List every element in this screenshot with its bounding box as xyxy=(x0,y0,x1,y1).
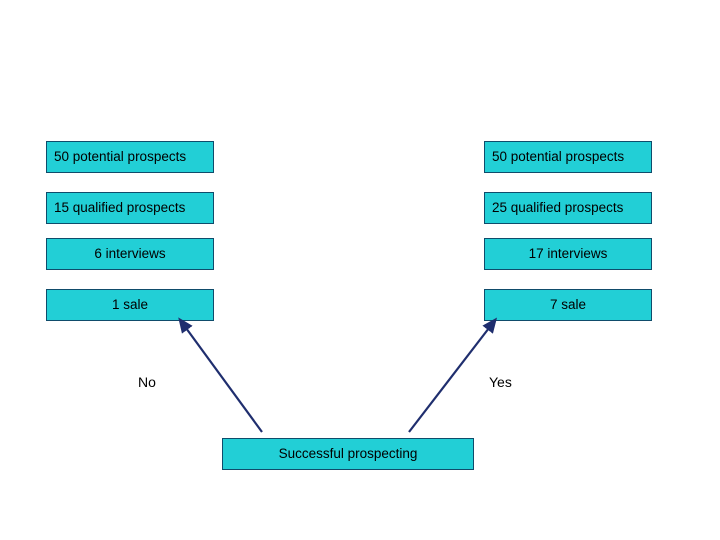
right-box-potential-prospects: 50 potential prospects xyxy=(484,141,652,173)
left-box-interviews-label: 6 interviews xyxy=(94,245,166,261)
arrow-to-right-branch xyxy=(408,317,498,433)
right-box-qualified-prospects: 25 qualified prospects xyxy=(484,192,652,224)
right-box-interviews-label: 17 interviews xyxy=(528,245,608,261)
right-box-sale: 7 sale xyxy=(484,289,652,321)
right-box-qualified-prospects-label: 25 qualified prospects xyxy=(492,199,624,215)
left-box-sale-label: 1 sale xyxy=(111,296,149,312)
bottom-box-successful-prospecting: Successful prospecting xyxy=(222,438,474,470)
left-box-interviews: 6 interviews xyxy=(46,238,214,270)
right-box-sale-label: 7 sale xyxy=(549,296,587,312)
left-box-qualified-prospects: 15 qualified prospects xyxy=(46,192,214,224)
left-box-qualified-prospects-label: 15 qualified prospects xyxy=(54,199,186,215)
left-box-potential-prospects-label: 50 potential prospects xyxy=(54,148,187,164)
arrow-to-left-branch xyxy=(178,317,263,433)
left-branch-label-no: No xyxy=(138,374,156,390)
right-box-potential-prospects-label: 50 potential prospects xyxy=(492,148,625,164)
bottom-box-label: Successful prospecting xyxy=(278,445,418,461)
left-box-potential-prospects: 50 potential prospects xyxy=(46,141,214,173)
left-box-sale: 1 sale xyxy=(46,289,214,321)
right-box-interviews: 17 interviews xyxy=(484,238,652,270)
right-branch-label-yes: Yes xyxy=(489,374,512,390)
